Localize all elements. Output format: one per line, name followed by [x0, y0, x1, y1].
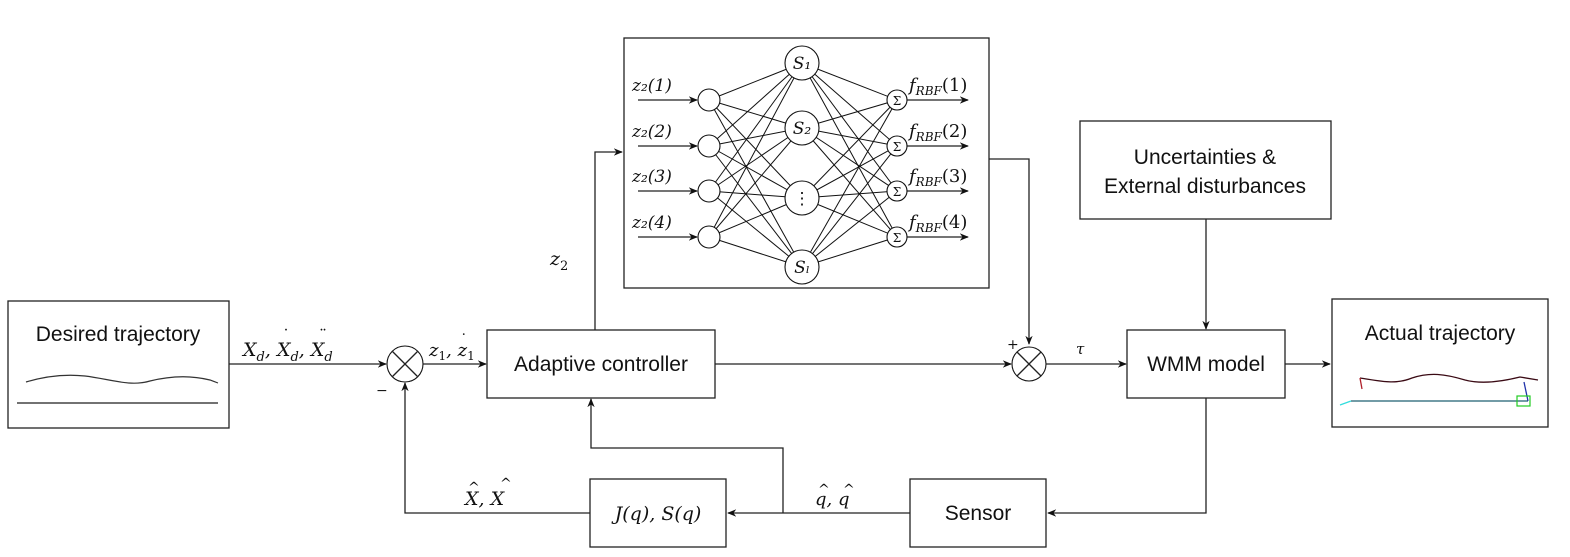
cyan-marker [1339, 400, 1352, 406]
estimated-pose-feedback-arrow [401, 382, 590, 514]
minus-sign: − [376, 383, 388, 399]
rbf-input-label: z₂(3) [631, 167, 672, 187]
actual-wave-curve [1359, 373, 1539, 383]
blue-marker [1523, 381, 1529, 402]
input-hidden-edge [708, 62, 803, 147]
rbf-input-label: z₂(4) [631, 213, 672, 233]
rbf-output-arrow [989, 158, 1033, 345]
hidden-node-label: S₁ [793, 54, 811, 74]
desired-wave-curve [25, 374, 219, 384]
z2-label: z2 [549, 248, 568, 274]
sensor-block: Sensor [909, 478, 1047, 548]
hidden-node-label: Sₗ [794, 258, 810, 278]
hidden-output-edge [801, 145, 898, 199]
input-node [697, 134, 721, 158]
estimated-x-label: X, X [463, 488, 506, 510]
desired-trajectory-label: Desired trajectory [36, 323, 201, 346]
error-signal-label: z1, z1 [428, 340, 475, 363]
input-hidden-edge [708, 127, 803, 192]
rbf-network-nodes [697, 45, 908, 285]
jacobian-block: J(q), S(q) [589, 478, 727, 548]
sum-node [886, 180, 908, 202]
uncertainties-label-line1: Uncertainties & [1134, 146, 1276, 169]
z1-dot-accent: ˙ [460, 331, 468, 349]
rbf-output-label: fRBF(4) [907, 212, 967, 235]
dot-accent: ˙ [282, 326, 290, 345]
rbf-input-label: z₂(1) [631, 76, 672, 96]
actual-trajectory-block: Actual trajectory [1331, 298, 1549, 428]
hidden-output-edge [801, 62, 898, 192]
sum-node [886, 89, 908, 111]
input-node [697, 88, 721, 112]
input-hidden-edge [708, 127, 803, 238]
input-hidden-edge [708, 62, 803, 238]
input-hidden-edge [708, 145, 803, 268]
sensor-label: Sensor [945, 502, 1012, 525]
hidden-node-label: S₂ [793, 119, 812, 139]
adaptive-controller-block: Adaptive controller [486, 329, 716, 399]
uncertainties-label-line2: External disturbances [1104, 175, 1306, 198]
hidden-output-edge [801, 99, 898, 199]
input-hidden-edge [708, 99, 803, 268]
sum-symbol: Σ [893, 140, 901, 154]
xdot-hat-accent: ^ [500, 476, 512, 492]
hidden-output-edge [801, 190, 898, 268]
feedback-to-controller-arrow [587, 398, 784, 513]
plus-sign: + [1007, 337, 1019, 353]
qdot-hat-accent: ^ [843, 482, 855, 498]
wmm-model-block: WMM model [1126, 329, 1286, 399]
input-hidden-edge [708, 145, 803, 199]
hidden-node [784, 45, 820, 81]
input-node [697, 225, 721, 249]
rbf-input-label: z₂(2) [631, 122, 672, 142]
wmm-model-label: WMM model [1147, 353, 1265, 376]
input-hidden-edge [708, 62, 803, 192]
q-hat-accent: ^ [818, 482, 830, 498]
error-summing-junction: − [376, 345, 424, 399]
wmm-to-sensor-arrow [1047, 398, 1207, 517]
sum-symbol: Σ [893, 185, 901, 199]
ddot-accent: ¨ [319, 326, 327, 345]
desired-signal-label: Xd, Xd, Xd [241, 339, 333, 365]
z2-signal-arrow [594, 148, 623, 330]
sum-symbol: Σ [893, 94, 901, 108]
sum-node [886, 135, 908, 157]
red-marker [1359, 377, 1363, 390]
hidden-node-label: ⋮ [794, 189, 811, 209]
desired-trajectory-block: Desired trajectory [7, 300, 230, 429]
hidden-output-edge [801, 99, 898, 268]
tau-label: τ [1076, 340, 1085, 358]
hidden-output-edge [801, 127, 898, 192]
actual-trajectory-label: Actual trajectory [1365, 322, 1516, 345]
sum-node [886, 226, 908, 248]
jacobian-label: J(q), S(q) [611, 503, 702, 525]
adaptive-controller-label: Adaptive controller [514, 353, 688, 376]
x-hat-accent: ^ [468, 480, 480, 496]
hidden-output-edge [801, 145, 898, 268]
input-node [697, 179, 721, 203]
sum-symbol: Σ [893, 231, 901, 245]
rbf-output-label: fRBF(1) [907, 75, 967, 98]
hidden-node [784, 249, 820, 285]
hidden-node [784, 180, 820, 216]
input-hidden-edge [708, 190, 803, 268]
torque-summing-junction: + [1007, 337, 1047, 382]
uncertainties-block: Uncertainties & External disturbances [1079, 120, 1332, 220]
hidden-output-edge [801, 62, 898, 147]
hidden-node [784, 110, 820, 146]
hidden-output-edge [801, 62, 898, 238]
green-marker [1516, 395, 1531, 407]
estimated-q-label: q, q [815, 489, 850, 510]
